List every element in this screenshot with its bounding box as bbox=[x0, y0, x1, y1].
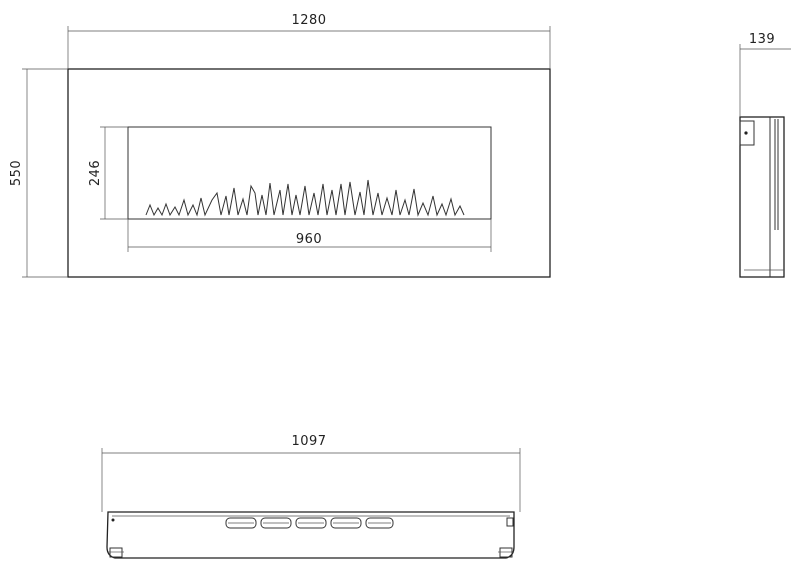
dimension-overall-width: 1280 bbox=[67, 13, 551, 69]
dimension-overall-height-label: 550 bbox=[9, 160, 24, 186]
dimension-depth-label: 139 bbox=[749, 32, 775, 47]
dimension-opening-width-label: 960 bbox=[296, 232, 322, 247]
right-end-fitting bbox=[498, 517, 514, 558]
side-bracket bbox=[739, 120, 755, 146]
dimension-overall-width-label: 1280 bbox=[291, 13, 326, 28]
dimension-opening-width: 960 bbox=[127, 219, 492, 252]
side-view: 139 bbox=[739, 32, 791, 278]
dimension-top-width: 1097 bbox=[101, 434, 521, 512]
front-outer-frame bbox=[67, 68, 551, 278]
dimension-overall-height: 550 bbox=[9, 68, 68, 278]
flame-outline bbox=[145, 179, 465, 217]
dimension-top-width-label: 1097 bbox=[291, 434, 326, 449]
dimension-depth: 139 bbox=[739, 32, 791, 117]
top-view: 1097 bbox=[101, 434, 521, 559]
side-body bbox=[739, 116, 785, 278]
top-body bbox=[106, 511, 515, 559]
fire-opening bbox=[127, 126, 492, 220]
side-bracket-hole bbox=[744, 131, 748, 135]
dimension-opening-height: 246 bbox=[88, 126, 128, 220]
vent-slots bbox=[225, 517, 394, 529]
left-end-fitting bbox=[108, 518, 124, 558]
dimension-opening-height-label: 246 bbox=[88, 160, 103, 186]
front-view: 1280 550 246 960 bbox=[9, 13, 551, 278]
